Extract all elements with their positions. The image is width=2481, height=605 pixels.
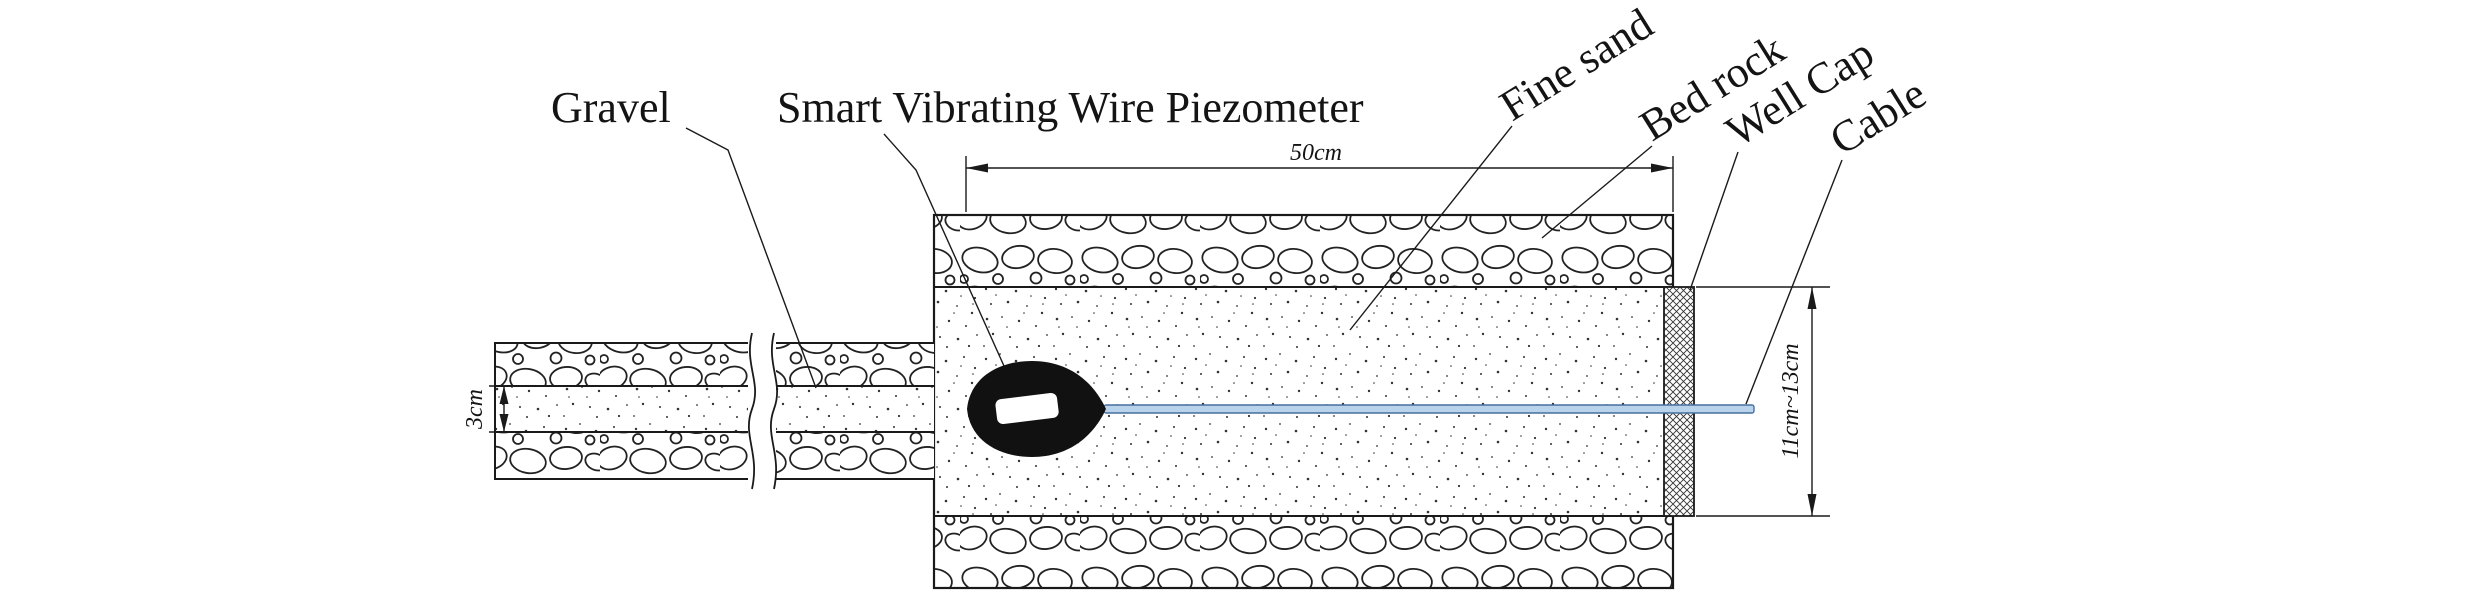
leader-gravel (685, 127, 817, 389)
pipe-gravel-top-right (776, 343, 934, 386)
pipe-outline (494, 342, 934, 480)
dimcap-text: 11cm~13cm (1778, 343, 1804, 458)
dimension-pipe-bore: 3cm (462, 385, 518, 433)
piezometer-body (967, 361, 1106, 457)
pipe-gravel-top-left (495, 343, 748, 386)
dimcap-arrow-top (1807, 287, 1817, 309)
piezometer-label: Smart Vibrating Wire Piezometer (777, 83, 1364, 132)
dim50-text: 50cm (1290, 140, 1342, 166)
leader-lines (685, 125, 1843, 405)
pipe-sand-right (776, 386, 934, 432)
dimension-cap-height: 11cm~13cm (1696, 286, 1830, 517)
dimension-50cm: 50cm (965, 140, 1674, 212)
well-cap-body (1663, 286, 1695, 517)
dim50-arrow-right (1651, 163, 1673, 173)
break-line-left (748, 332, 756, 490)
dim3-arrow-bottom (499, 414, 509, 432)
cable-line (1103, 404, 1755, 414)
break-line-right (770, 332, 778, 490)
leader-fine-sand (1349, 125, 1513, 331)
piezometer-slot (995, 392, 1059, 424)
bed-rock-top-band (934, 215, 1673, 287)
text-labels: Gravel Smart Vibrating Wire Piezometer F… (551, 0, 1934, 164)
dim50-arrow-left (966, 163, 988, 173)
dim3-text: 3cm (462, 389, 488, 430)
dimcap-arrow-bottom (1807, 494, 1817, 516)
pipe-break (748, 332, 778, 490)
pipe-gravel-bottom-right (776, 432, 934, 479)
leader-well-cap (1689, 151, 1739, 291)
gravel-label: Gravel (551, 83, 671, 132)
dim3-arrow-top (499, 386, 509, 404)
bed-rock-bottom-band (934, 516, 1673, 588)
pipe-gravel-bottom-left (495, 432, 748, 479)
leader-bed-rock (1541, 145, 1653, 239)
leader-piezometer (883, 133, 1005, 367)
leader-cable (1745, 159, 1843, 405)
gravel-pipe (494, 342, 934, 480)
pipe-sand-left (495, 386, 748, 432)
